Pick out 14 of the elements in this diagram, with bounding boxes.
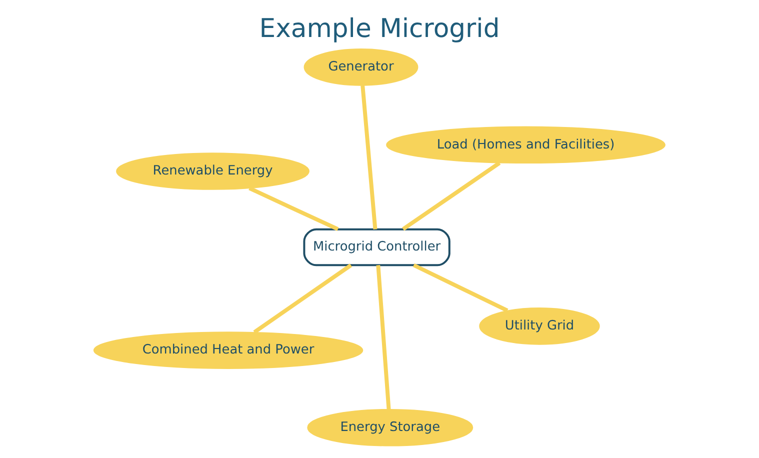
- connector: [376, 265, 391, 410]
- diagram-title: Example Microgrid: [259, 14, 500, 44]
- connector: [402, 161, 501, 231]
- node-ellipse: Combined Heat and Power: [93, 332, 364, 369]
- node-ellipse: Energy Storage: [307, 408, 474, 446]
- connector: [412, 263, 508, 312]
- node-ellipse: Generator: [304, 48, 418, 86]
- node-box: Microgrid Controller: [303, 228, 450, 266]
- node-ellipse: Load (Homes and Facilities): [386, 126, 666, 164]
- connector: [248, 186, 339, 232]
- node-ellipse: Utility Grid: [479, 307, 600, 345]
- node-ellipse: Renewable Energy: [116, 152, 310, 190]
- connector: [253, 264, 352, 334]
- connector: [360, 85, 378, 230]
